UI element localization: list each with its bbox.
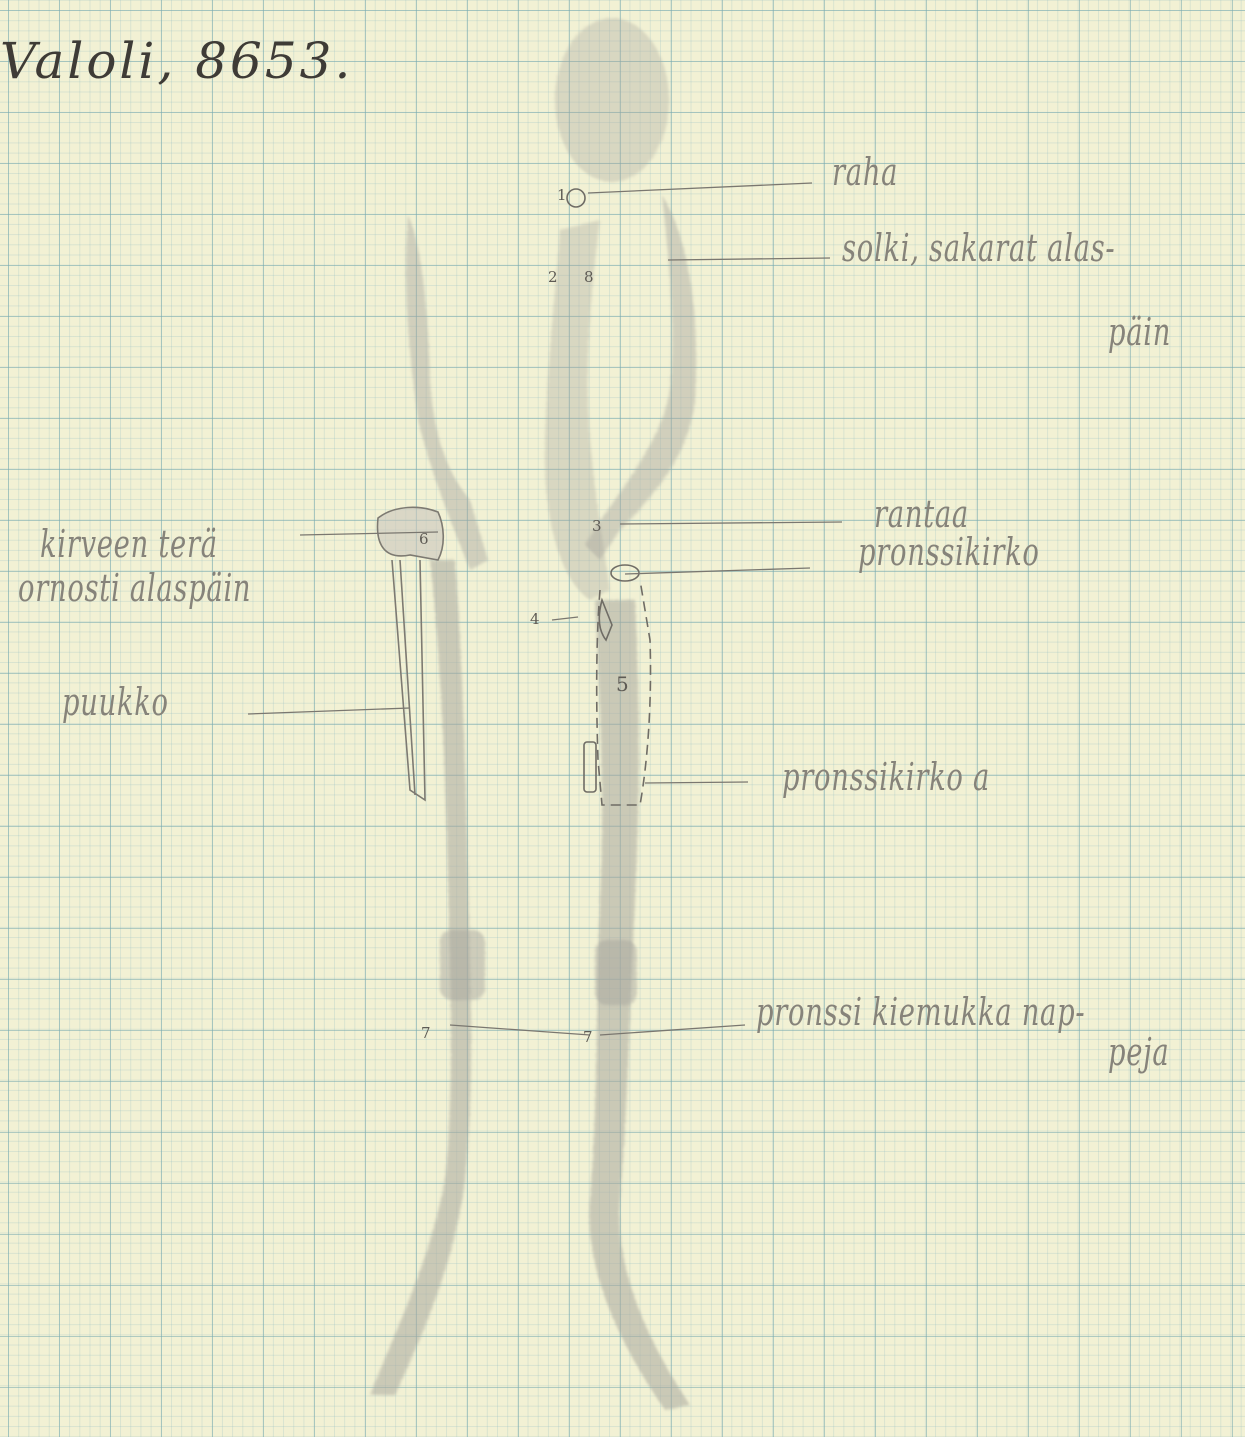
find-number-2: 2 <box>548 268 559 286</box>
label-pronssikuroukka: pronssi kiemukka nap- <box>756 990 1085 1034</box>
label-solki-cont: päin <box>1108 310 1171 354</box>
leader-pronssikierre-a <box>645 782 748 783</box>
label-kirves-1: kirveen terä <box>40 522 218 566</box>
label-pronssikierre-a: pronssikirko a <box>782 755 990 799</box>
label-kirves-2: ornosti alaspäin <box>18 566 251 610</box>
leader-raha <box>588 183 812 193</box>
right-knee-shading <box>595 940 637 1005</box>
label-raha: raha <box>832 150 898 194</box>
find-number-8: 8 <box>584 268 595 286</box>
coin-mark <box>567 189 585 207</box>
label-solki: solki, sakarat alas- <box>842 226 1115 270</box>
leader-puukko <box>248 708 410 714</box>
bronze-spiral-a-mark <box>584 742 596 792</box>
find-number-1: 1 <box>557 186 568 204</box>
right-arm-shading <box>585 195 696 560</box>
leader-rantaa <box>620 522 842 524</box>
find-number-7-left: 7 <box>421 1024 432 1042</box>
right-leg-shading <box>589 600 690 1410</box>
left-knee-shading <box>440 930 485 1000</box>
label-pronssikuroukka-cont: peja <box>1108 1030 1169 1074</box>
find-number-6: 6 <box>419 530 430 548</box>
find-number-7-right: 7 <box>583 1028 594 1046</box>
find-number-5: 5 <box>616 672 630 696</box>
label-pronssikierre: pronssikirko <box>858 530 1040 574</box>
find-number-3: 3 <box>592 517 603 535</box>
axe-drawing <box>377 507 443 800</box>
leader-pronssikierre <box>625 568 810 574</box>
leader-item4 <box>552 617 578 620</box>
sheet-title: Valoli, 8653. <box>0 32 353 90</box>
skull-shading <box>555 18 669 182</box>
bronze-spiral-mark <box>611 565 639 581</box>
leader-solki <box>668 258 830 260</box>
label-puukko: puukko <box>62 680 169 724</box>
find-number-4: 4 <box>530 610 541 628</box>
